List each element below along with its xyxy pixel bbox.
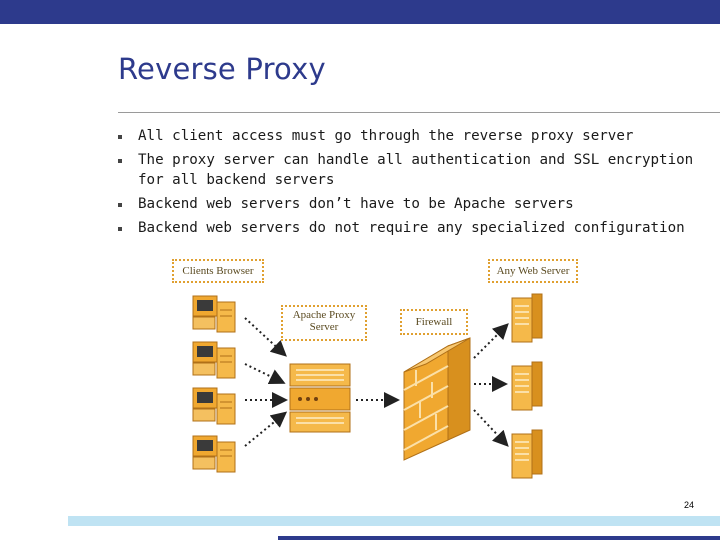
bullet-item: The proxy server can handle all authenti…	[118, 150, 708, 190]
bullet-icon	[118, 227, 122, 231]
server-arrow	[473, 323, 509, 359]
server-arrow	[473, 409, 509, 447]
proxy-server-label-line1: Apache Proxy	[292, 309, 356, 321]
bullet-item: Backend web servers don’t have to be Apa…	[118, 194, 708, 214]
page-number: 24	[684, 500, 695, 510]
web-server-icon	[511, 429, 543, 479]
client-arrow	[244, 363, 286, 384]
web-server-icon	[511, 293, 543, 343]
web-server-icon	[511, 361, 543, 411]
bullet-icon	[118, 159, 122, 163]
client-computer-icon	[192, 341, 236, 379]
slide-title: Reverse Proxy	[118, 52, 326, 86]
top-banner	[0, 0, 720, 24]
client-computer-icon	[192, 295, 236, 333]
client-arrow	[244, 317, 287, 357]
bullet-icon	[118, 203, 122, 207]
client-arrow	[244, 411, 288, 447]
proxy-server-label-line2: Server	[309, 321, 339, 333]
title-divider	[118, 112, 720, 113]
web-server-label: Any Web Server	[488, 259, 578, 283]
footer-strip	[278, 536, 720, 540]
proxy-server-label: Apache Proxy Server	[281, 305, 367, 341]
firewall-label: Firewall	[400, 309, 468, 335]
client-computer-icon	[192, 387, 236, 425]
bullet-item: Backend web servers do not require any s…	[118, 218, 708, 238]
proxy-server-icon	[289, 363, 351, 433]
bullet-item: All client access must go through the re…	[118, 126, 708, 146]
client-computer-icon	[192, 435, 236, 473]
clients-browser-label: Clients Browser	[172, 259, 264, 283]
firewall-icon	[403, 337, 471, 461]
footer-bar	[68, 516, 720, 526]
bullet-list: All client access must go through the re…	[118, 126, 708, 242]
bullet-icon	[118, 135, 122, 139]
